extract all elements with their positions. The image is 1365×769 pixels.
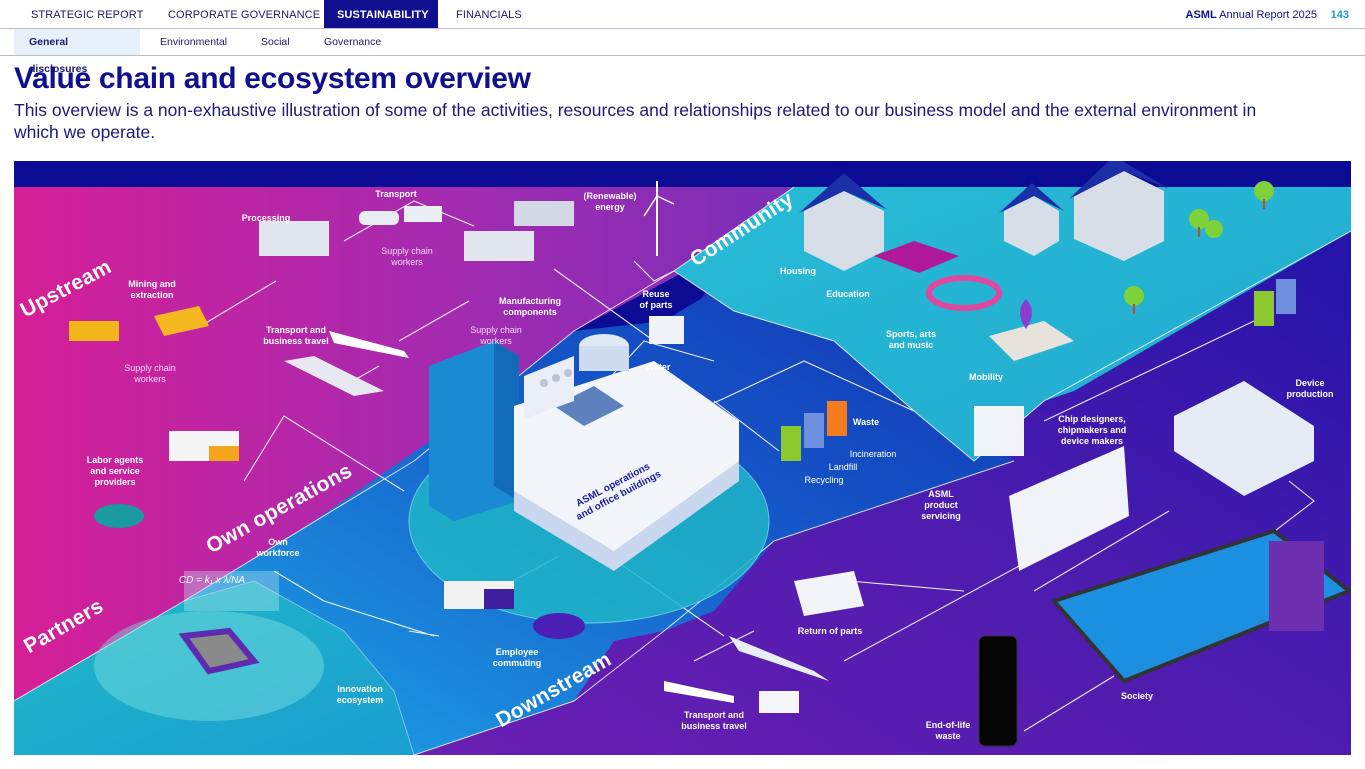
- label-supply-chain-workers-manufacturing: Supply chain workers: [470, 325, 522, 346]
- label-housing: Housing: [780, 266, 816, 276]
- tab-financials[interactable]: FINANCIALS: [456, 9, 522, 21]
- community-houses: [799, 161, 1169, 271]
- label-labor-agents: Labor agents and service providers: [86, 455, 144, 487]
- reuse-parts-pallet: [649, 316, 684, 344]
- label-end-of-life-waste: End-of-life waste: [925, 720, 971, 741]
- label-water: Water: [645, 362, 671, 372]
- label-manufacturing-components: Manufacturing components: [499, 296, 561, 317]
- car-upstream: [94, 504, 144, 528]
- label-processing: Processing: [241, 213, 291, 223]
- label-mining-extraction: Mining and extraction: [128, 279, 176, 300]
- label-supply-chain-workers-mining: Supply chain workers: [124, 363, 176, 384]
- broken-phone: [978, 635, 1018, 747]
- servicing-module: [974, 406, 1024, 456]
- cargo-truck: [404, 206, 442, 222]
- label-innovation-ecosystem: Innovation ecosystem: [336, 684, 384, 705]
- tab-corporate-governance[interactable]: CORPORATE GOVERNANCE: [168, 9, 321, 21]
- truck-downstream: [759, 691, 799, 713]
- brand-name: ASML: [1185, 9, 1217, 21]
- excavator: [69, 321, 119, 341]
- energy-plant: [514, 201, 574, 226]
- trees: [1124, 181, 1274, 314]
- brand-report-title: Annual Report 2025: [1216, 9, 1317, 21]
- label-supply-chain-workers-processing: Supply chain workers: [381, 246, 433, 267]
- label-employee-commuting: Employee commuting: [492, 647, 542, 668]
- dump-truck: [154, 306, 209, 336]
- label-renewable-energy: (Renewable) energy: [583, 191, 637, 212]
- label-reuse-of-parts: Reuse of parts: [639, 289, 673, 310]
- server-rack: [1269, 541, 1324, 631]
- airplane-downstream: [664, 681, 734, 703]
- label-transport-business-travel-upstream: Transport and business travel: [263, 325, 329, 346]
- tab-strategic-report[interactable]: STRATEGIC REPORT: [31, 9, 144, 21]
- top-band: [14, 161, 1351, 187]
- processing-plant: [259, 221, 329, 256]
- label-recycling: Recycling: [804, 475, 844, 485]
- label-own-workforce: Own workforce: [256, 537, 300, 558]
- illustration-background: [14, 161, 1351, 755]
- airplane-upstream: [329, 331, 409, 358]
- education-cap: [874, 241, 959, 273]
- label-waste: Waste: [852, 417, 880, 427]
- manufacturing-plant: [464, 231, 534, 261]
- cargo-ship-upstream: [284, 356, 384, 396]
- map-pin-icon: [1020, 299, 1032, 329]
- device-production-line: [1174, 381, 1314, 496]
- formula-panel: [184, 571, 279, 611]
- car-commute: [533, 613, 585, 639]
- return-parts-pallet: [794, 571, 864, 616]
- subtab-general-disclosures[interactable]: General disclosures: [14, 29, 140, 75]
- label-incineration: Incineration: [849, 449, 897, 459]
- label-society: Society: [1120, 691, 1154, 701]
- subtab-social[interactable]: Social: [261, 36, 290, 48]
- label-device-production: Device production: [1286, 378, 1334, 399]
- label-mobility: Mobility: [969, 372, 1003, 382]
- top-navigation: STRATEGIC REPORT CORPORATE GOVERNANCE SU…: [0, 0, 1365, 29]
- label-asml-product-servicing: ASML product servicing: [921, 489, 961, 521]
- subtab-environmental[interactable]: Environmental: [160, 36, 228, 48]
- page-lead: This overview is a non-exhaustive illust…: [14, 100, 1257, 142]
- label-transport: Transport: [375, 189, 417, 199]
- sub-navigation: General disclosures Environmental Social…: [0, 29, 1365, 75]
- label-sports-arts-music: Sports, arts and music: [885, 329, 937, 350]
- label-transport-business-travel-downstream: Transport and business travel: [681, 710, 747, 731]
- label-return-of-parts: Return of parts: [797, 626, 863, 636]
- label-chip-designers: Chip designers, chipmakers and device ma…: [1057, 414, 1127, 446]
- mobility-map: [989, 321, 1074, 361]
- tab-sustainability[interactable]: SUSTAINABILITY: [324, 0, 438, 28]
- subtab-governance[interactable]: Governance: [324, 36, 382, 48]
- report-brand: ASML Annual Report 2025: [1186, 0, 1317, 28]
- label-cd-formula: CD = k₁ x λ/NA: [178, 575, 246, 586]
- page-title: Value chain and ecosystem overview: [14, 62, 531, 95]
- value-chain-illustration: Upstream Community Own operations Partne…: [14, 161, 1351, 755]
- page-number: 143: [1330, 9, 1349, 21]
- cargo-ship-downstream: [729, 636, 829, 681]
- running-track: [926, 275, 1002, 311]
- waste-bins: [781, 279, 1296, 461]
- label-landfill: Landfill: [828, 462, 858, 472]
- tanker-truck: [359, 211, 399, 225]
- microchip: [178, 627, 260, 675]
- label-education: Education: [826, 289, 870, 299]
- lithography-system: [1009, 446, 1129, 571]
